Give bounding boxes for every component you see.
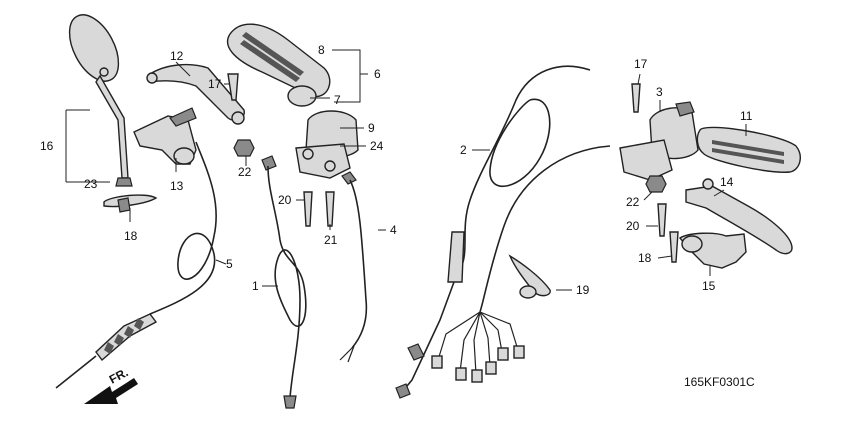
callout-3: 3: [656, 85, 663, 99]
right-grip: [696, 126, 801, 173]
cable-5: [55, 141, 217, 389]
throttle-grip: [226, 23, 331, 107]
cable-4: [339, 171, 368, 363]
callout-24: 24: [370, 139, 384, 153]
callout-7: 7: [334, 93, 341, 107]
callout-1: 1: [252, 279, 259, 293]
callout-17-right: 17: [634, 57, 648, 71]
callout-9: 9: [368, 121, 375, 135]
screw-17-right: [631, 83, 641, 113]
callout-12: 12: [170, 49, 184, 63]
callout-6: 6: [374, 67, 381, 81]
callout-5: 5: [226, 257, 233, 271]
callout-2: 2: [460, 143, 467, 157]
callout-8: 8: [318, 43, 325, 57]
cable-2: [395, 65, 591, 399]
lever-bracket-left: [133, 107, 197, 165]
callout-19: 18: [638, 251, 652, 265]
cable-1: [261, 155, 307, 409]
screw-20b: [325, 191, 335, 227]
mirror-nut: [115, 177, 133, 187]
callout-20-a: 20: [278, 193, 292, 207]
callout-21: 20: [626, 219, 640, 233]
callout-18-right: 19: [576, 283, 590, 297]
front-arrow: [84, 378, 138, 404]
leader-lines: [65, 49, 747, 291]
nut-22-right: [645, 175, 667, 193]
callout-15: 15: [702, 279, 716, 293]
callout-14: 14: [720, 175, 734, 189]
hose-clamp-right: [508, 254, 551, 299]
wire-harness: [431, 145, 611, 383]
callout-4: 4: [390, 223, 397, 237]
callout-11: 11: [740, 109, 753, 123]
callout-22-left: 22: [238, 165, 252, 179]
switch-housing-right: [619, 101, 699, 181]
callout-16: 16: [40, 139, 54, 153]
callout-17-left: 17: [208, 77, 222, 91]
callout-13: 13: [170, 179, 184, 193]
callout-22-right: 22: [626, 195, 640, 209]
screw-19: [669, 231, 679, 263]
screw-21: [657, 203, 667, 237]
mirror: [68, 14, 129, 179]
callout-18-left: 18: [124, 229, 138, 243]
nut-22-left: [233, 139, 255, 157]
lever-bracket-right: [678, 232, 747, 269]
throttle-housing: [295, 110, 359, 179]
diagram-code: 165KF0301C: [684, 375, 755, 389]
screw-17-left: [227, 73, 239, 101]
clutch-lever: [146, 63, 245, 125]
callout-20-b: 21: [324, 233, 338, 247]
screw-20a: [303, 191, 313, 227]
callout-23: 23: [84, 177, 98, 191]
brake-lever: [685, 178, 793, 255]
